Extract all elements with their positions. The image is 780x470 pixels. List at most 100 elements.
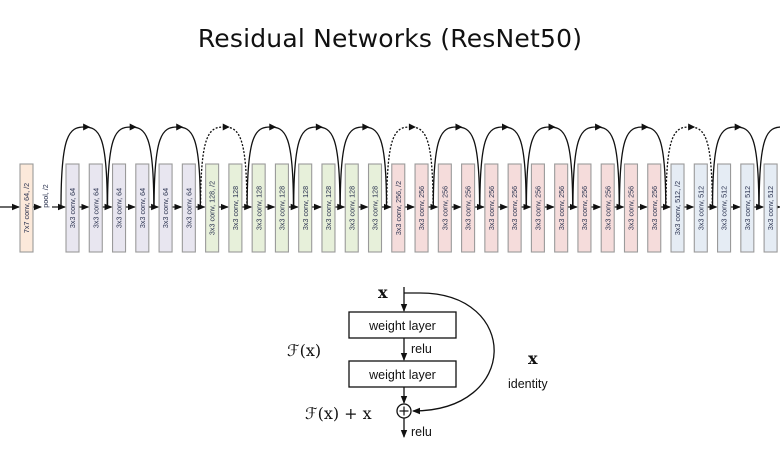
- layer-label: 3x3 conv, 128: [278, 186, 287, 230]
- relu-2-label: relu: [411, 425, 432, 439]
- layer-box: [670, 163, 685, 253]
- layer-box: [461, 163, 476, 253]
- layer-box: [391, 163, 406, 253]
- layer-label: 3x3 conv, 256, /2: [394, 181, 403, 235]
- arc-arrowhead-icon: [222, 123, 230, 131]
- layer-label: 3x3 conv, 64: [68, 188, 77, 228]
- layer-stage-256-2: 3x3 conv, 256: [414, 163, 429, 253]
- layer-box: [111, 163, 127, 253]
- layer-label: 3x3 conv, 512, /2: [673, 181, 682, 235]
- layer-label: 7x7 conv, 64, /2: [22, 183, 31, 233]
- layer-stage-64-6: 3x3 conv, 64: [181, 163, 196, 253]
- layer-stage-256-5: 3x3 conv, 256: [484, 163, 499, 253]
- layer-label: 3x3 conv, 64: [91, 188, 100, 228]
- layer-stage-256-12: 3x3 conv, 256: [647, 163, 662, 253]
- relu-1-label: relu: [411, 342, 432, 356]
- layer-box: [530, 163, 545, 253]
- layer-label: 3x3 conv, 256: [603, 186, 612, 230]
- layer-box: [228, 163, 243, 253]
- layer-label: 3x3 conv, 128: [301, 186, 310, 230]
- layer-box: [577, 163, 592, 253]
- arc-arrowhead-icon: [269, 123, 277, 131]
- layer-box: [717, 163, 732, 253]
- layer-label: 3x3 conv, 128: [231, 186, 240, 230]
- identity-shortcut-arc: [758, 126, 780, 208]
- layer-box: [623, 163, 639, 253]
- layer-label: 3x3 conv, 256: [627, 186, 636, 230]
- weight-layer-1-box: [348, 311, 457, 339]
- layer-box: [135, 163, 150, 253]
- layer-label: 3x3 conv, 128: [371, 186, 380, 230]
- arc-arrowhead-icon: [641, 123, 649, 131]
- layer-box: [693, 163, 708, 253]
- layer-label: 3x3 conv, 64: [184, 188, 193, 228]
- layer-label: 3x3 conv, 128: [347, 186, 356, 230]
- layer-box: [321, 163, 336, 253]
- layer-stage-512-3: 3x3 conv, 512: [717, 163, 732, 253]
- arc-arrowhead-icon: [548, 123, 556, 131]
- layer-stage-128-7: 3x3 conv, 128: [344, 163, 359, 253]
- layer-label: 3x3 conv, 256: [487, 186, 496, 230]
- sum-label: ℱ(x) + x: [305, 404, 372, 423]
- layer-label: 3x3 conv, 64: [138, 188, 147, 228]
- layer-label: 3x3 conv, 256: [464, 186, 473, 230]
- layer-stage-256-10: 3x3 conv, 256: [600, 163, 615, 253]
- arc-arrowhead-icon: [362, 123, 370, 131]
- weight-layer-1-label: weight layer: [368, 319, 436, 333]
- identity-shortcut-curve: [404, 292, 495, 415]
- layer-label: 3x3 conv, 256: [580, 186, 589, 230]
- weight-layer-2-box: [348, 360, 457, 388]
- layer-stage-256-11: 3x3 conv, 256: [623, 163, 639, 253]
- diagram-title: Residual Networks (ResNet50): [197, 24, 583, 53]
- layer-stage-256-6: 3x3 conv, 256: [507, 163, 522, 253]
- layer-stage-64-3: 3x3 conv, 64: [111, 163, 127, 253]
- fx-label: ℱ(x): [287, 341, 321, 360]
- layer-box: [367, 163, 383, 253]
- skip-connections: [60, 123, 780, 208]
- layer-box: [205, 163, 220, 253]
- weight-layer-2-label: weight layer: [368, 368, 436, 382]
- arc-arrowhead-icon: [501, 123, 509, 131]
- layer-label: 3x3 conv, 128, /2: [208, 181, 217, 235]
- layer-stage-512-1: 3x3 conv, 512, /2: [670, 163, 685, 253]
- layer-box: [740, 163, 755, 253]
- arc-arrowhead-icon: [315, 123, 323, 131]
- arc-arrowhead-icon: [688, 123, 696, 131]
- layer-label: 3x3 conv, 64: [161, 188, 170, 228]
- identity-x-label: x: [528, 349, 538, 368]
- layer-stage-512-4: 3x3 conv, 512: [740, 163, 755, 253]
- layer-box: [158, 163, 173, 253]
- layer-box: [484, 163, 499, 253]
- layer-box: [507, 163, 522, 253]
- layer-stage-256-8: 3x3 conv, 256: [554, 163, 569, 253]
- input-x-label: x: [378, 283, 388, 302]
- arc-arrowhead-icon: [83, 123, 91, 131]
- pool-label: pool, /2: [41, 184, 50, 208]
- layer-stage-128-6: 3x3 conv, 128: [321, 163, 336, 253]
- layer-stage-128-3: 3x3 conv, 128: [251, 163, 266, 253]
- layer-box: [437, 163, 452, 253]
- layer-box: [65, 163, 80, 253]
- layer-label: 3x3 conv, 256: [510, 186, 519, 230]
- layer-box: [600, 163, 615, 253]
- layer-label: 3x3 conv, 64: [115, 188, 124, 228]
- layer-label: 3x3 conv, 512: [743, 186, 752, 230]
- arc-arrowhead-icon: [129, 123, 137, 131]
- layer-stage-128-4: 3x3 conv, 128: [274, 163, 289, 253]
- layer-box: [298, 163, 313, 253]
- layer-stage-128-8: 3x3 conv, 128: [367, 163, 383, 253]
- layer-label: 3x3 conv, 256: [650, 186, 659, 230]
- layer-label: 3x3 conv, 256: [440, 186, 449, 230]
- layer-box: [88, 163, 103, 253]
- layer-stage-256-7: 3x3 conv, 256: [530, 163, 545, 253]
- layer-label: 3x3 conv, 512: [696, 186, 705, 230]
- layer-box: [414, 163, 429, 253]
- layer-label: 3x3 conv, 512: [720, 186, 729, 230]
- layer-label: 3x3 conv, 256: [557, 186, 566, 230]
- residual-block-diagram: x weight layer relu ℱ(x) weight layer re…: [287, 283, 548, 439]
- layer-stage-512-5: 3x3 conv, 512: [763, 163, 778, 253]
- layer-stage-256-9: 3x3 conv, 256: [577, 163, 592, 253]
- arc-arrowhead-icon: [408, 123, 416, 131]
- layer-label: 3x3 conv, 128: [324, 186, 333, 230]
- identity-label: identity: [508, 377, 548, 391]
